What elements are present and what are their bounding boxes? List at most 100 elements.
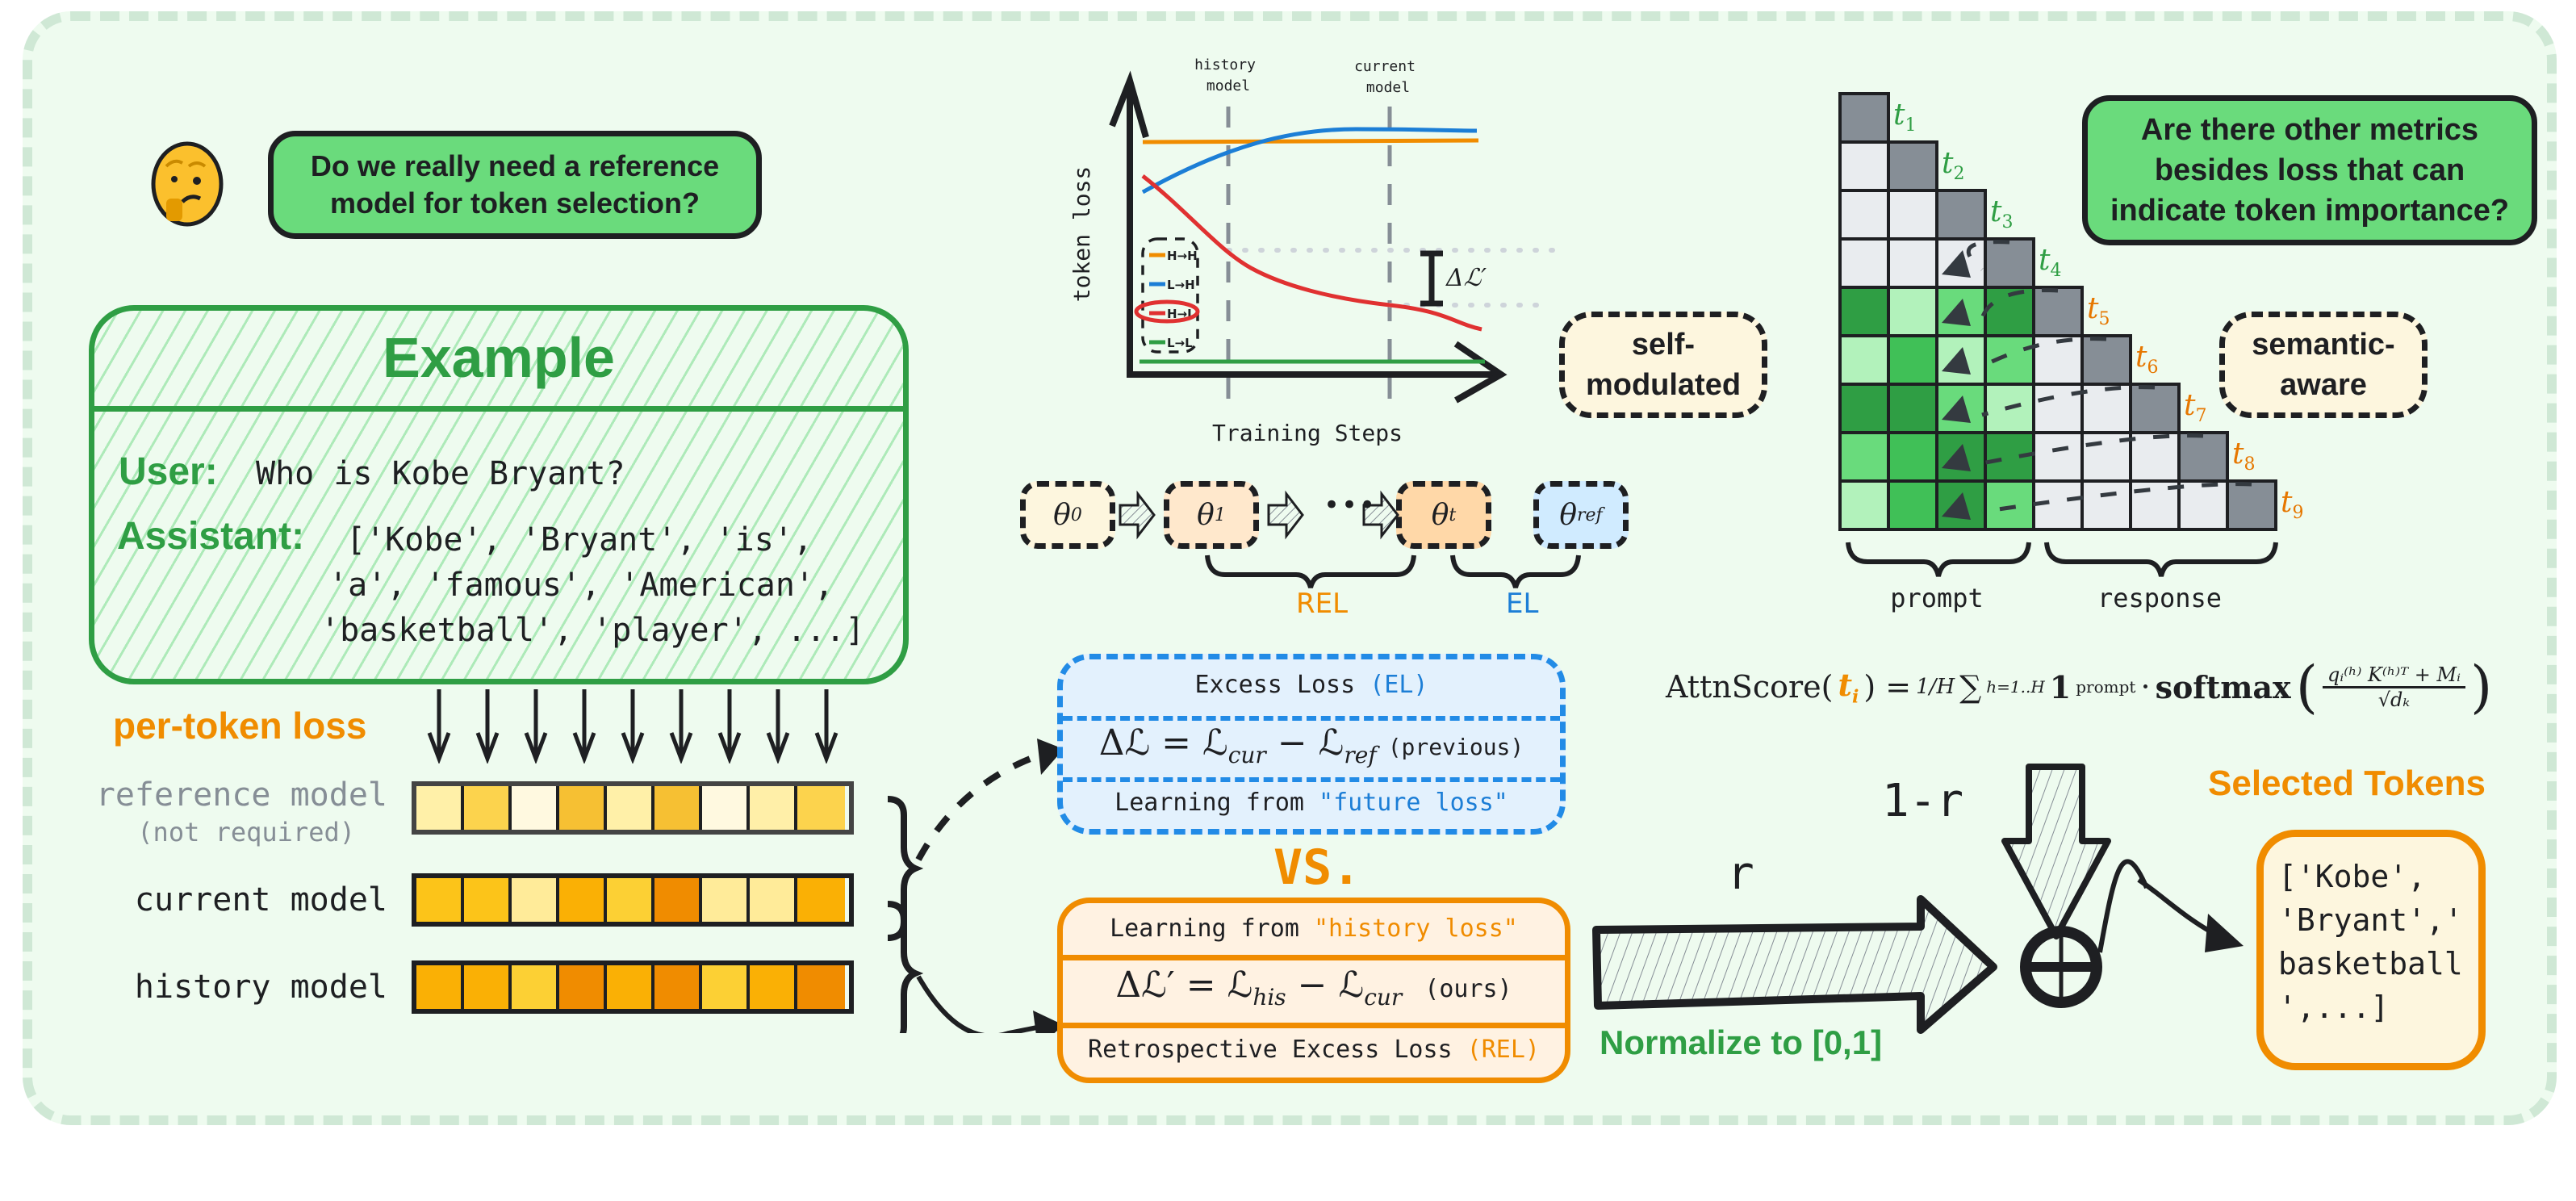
- output-curve-arrow: [2097, 859, 2149, 953]
- attention-cell: [1838, 237, 1890, 289]
- rel-formula-minus: − ℒ: [1286, 965, 1365, 1006]
- rows-to-boxes-connectors: [887, 739, 1064, 1033]
- vs-label: VS.: [1273, 839, 1361, 896]
- y-axis-arrowhead: [1109, 70, 1149, 139]
- history-marker-label-2: model: [1206, 77, 1250, 94]
- down-arrow-icon: [621, 689, 645, 764]
- attention-arrow: [1981, 433, 2204, 466]
- attn-formula-var-i: i: [1852, 686, 1859, 708]
- attn-formula-denominator: √dₖ: [2377, 688, 2411, 711]
- arrowhead-rel: [1033, 1011, 1064, 1033]
- selected-line-2: 'Bryant',': [2278, 902, 2463, 938]
- loss-cell: [512, 786, 559, 830]
- self-modulated-line-2: modulated: [1585, 368, 1742, 402]
- series-h-to-h: [1142, 138, 1479, 144]
- attention-arrowhead: [1942, 395, 1971, 423]
- el-title-accent: (EL): [1370, 671, 1428, 699]
- user-text: Who is Kobe Bryant?: [256, 455, 625, 492]
- rel-formula: Δℒ′ = ℒhis − ℒcur (ours): [1063, 965, 1565, 1011]
- legend-highlight-circle: [1134, 299, 1200, 324]
- semantic-aware-line-1: semantic-: [2252, 328, 2395, 362]
- attention-arrow: [1980, 288, 2059, 319]
- x-axis-arrowhead: [1453, 341, 1508, 404]
- circled-plus-icon: [2020, 926, 2102, 1008]
- legend-label: L→H: [1167, 278, 1195, 292]
- token-label: t7: [2184, 389, 2206, 426]
- selected-tokens-box: ['Kobe', 'Bryant',' basketball ',...]: [2256, 830, 2486, 1070]
- row-label-2: history model: [134, 969, 387, 1006]
- attn-formula-dot: ·: [2140, 669, 2151, 705]
- loss-curve-chart: H→HL→HH→LL→L Δℒ′ history model current m…: [1068, 56, 1568, 446]
- loss-cell: [464, 965, 512, 1009]
- theta-ref-symbol: θ: [1559, 498, 1577, 532]
- attention-cell: [1838, 431, 1890, 483]
- attn-formula-sum-range: h=1..H: [1986, 677, 2045, 697]
- arrowhead-el: [1037, 739, 1064, 775]
- loss-cell: [512, 965, 559, 1009]
- rel-header-text: Learning from: [1110, 914, 1314, 943]
- loss-cell: [416, 965, 464, 1009]
- loss-cell: [750, 786, 797, 830]
- attention-cell: [1838, 334, 1890, 386]
- checkpoint-ellipsis: •••: [1324, 489, 1378, 521]
- attention-cell: [1838, 286, 1890, 337]
- hatched-arrow-icon: [1267, 490, 1304, 540]
- el-formula-note: (previous): [1387, 734, 1524, 760]
- rel-footer: Retrospective Excess Loss (REL): [1063, 1036, 1565, 1064]
- selected-line-3: basketball: [2278, 946, 2463, 981]
- el-brace: [1450, 554, 1581, 588]
- attention-cell: [1838, 383, 1890, 434]
- row-sublabel-0: (not required): [137, 817, 355, 847]
- attention-cell: [1984, 479, 2035, 531]
- loss-row-1: [412, 873, 854, 927]
- attention-cell: [1838, 92, 1890, 144]
- token-down-arrows: [427, 689, 838, 764]
- loss-cell: [607, 878, 654, 922]
- legend-label: H→H: [1167, 249, 1198, 263]
- down-arrow-icon: [814, 689, 838, 764]
- el-formula-sub-cur: cur: [1227, 741, 1266, 768]
- one-minus-r-label: 1-r: [1882, 775, 1964, 827]
- attention-cell: [1838, 140, 1890, 192]
- loss-cell: [750, 965, 797, 1009]
- loss-cell: [702, 878, 750, 922]
- attention-arrowhead: [1942, 444, 1971, 471]
- r-arrow: [1592, 895, 1997, 1034]
- semantic-aware-tag: semantic-aware: [2219, 312, 2428, 418]
- legend-box: [1141, 237, 1199, 354]
- attention-cell: [2177, 431, 2229, 483]
- attn-formula-var-t: t: [1838, 666, 1853, 703]
- theta-t-symbol: θ: [1431, 498, 1449, 532]
- normalize-label: Normalize to [0,1]: [1600, 1023, 1883, 1061]
- hatched-arrow-icon: [1119, 490, 1156, 540]
- attention-cell: [2129, 383, 2181, 434]
- down-arrow-icon: [766, 689, 790, 764]
- attention-cell: [2032, 286, 2084, 337]
- loss-cell: [559, 786, 607, 830]
- rel-formula-note: (ours): [1424, 975, 1512, 1003]
- series-l-to-h: [1141, 127, 1478, 195]
- token-label: t5: [2087, 292, 2110, 329]
- loss-cell: [750, 878, 797, 922]
- brace-current-history: [887, 901, 924, 1033]
- attention-cell: [1887, 431, 1938, 483]
- rel-formula-sub-his: his: [1252, 983, 1286, 1011]
- rel-header: Learning from "history loss": [1063, 914, 1565, 943]
- loss-cell: [607, 786, 654, 830]
- theta-0-sub: 0: [1070, 504, 1082, 525]
- series-h-to-l: [1141, 174, 1482, 332]
- loss-cell: [512, 878, 559, 922]
- token-label: t9: [2281, 486, 2303, 523]
- down-arrow-icon: [427, 689, 451, 764]
- loss-cell: [559, 965, 607, 1009]
- loss-row-0: [412, 781, 854, 835]
- loss-cell: [416, 878, 464, 922]
- attention-cell: [2177, 479, 2229, 531]
- token-label: t1: [1893, 98, 1916, 136]
- attn-formula-numerator: qᵢ⁽ʰ⁾ K⁽ʰ⁾ᵀ + Mᵢ: [2323, 663, 2465, 688]
- row-label-0: reference model: [95, 776, 387, 814]
